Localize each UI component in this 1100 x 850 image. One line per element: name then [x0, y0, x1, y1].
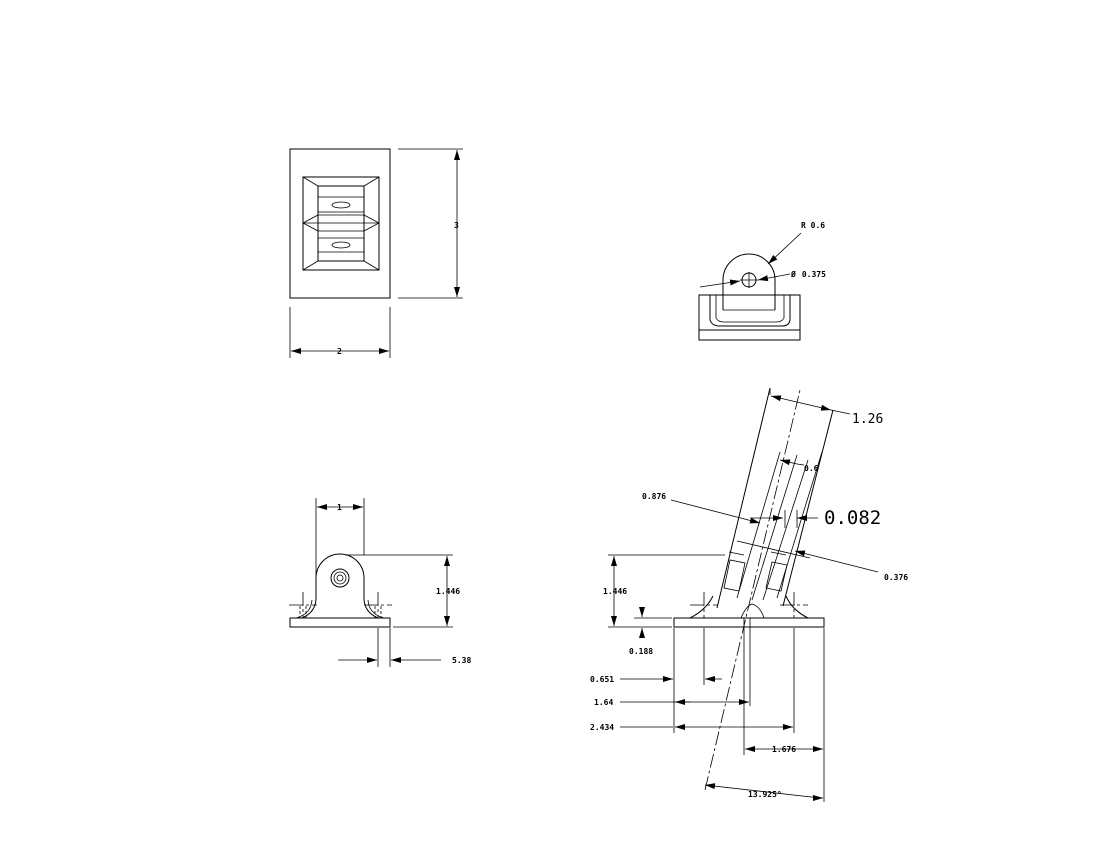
radius-label: R 0.6 [801, 221, 825, 230]
tilt-height-label: 1.446 [603, 587, 627, 596]
offset-d-label: 1.676 [772, 745, 796, 754]
front-width-label: 1 [337, 503, 342, 512]
tilt-inner-label: 0.6 [804, 464, 819, 473]
offset-c-label: 2.434 [590, 723, 614, 732]
offset-a-label: 0.651 [590, 675, 614, 684]
front-height-label: 1.446 [436, 587, 460, 596]
tilt-slot-right-label: 0.376 [884, 573, 908, 582]
tilted-view: 1.26 0.6 0.876 0.082 0.376 1.446 0.188 [590, 387, 908, 802]
offset-b-label: 1.64 [594, 698, 613, 707]
top-view: 3 2 [289, 148, 463, 358]
angle-label: 13.925° [748, 790, 782, 799]
tilt-gap-label: 0.082 [824, 507, 881, 529]
top-height-label: 3 [454, 221, 459, 230]
front-view: 1 1.446 5.38 [289, 498, 471, 667]
tilt-width-label: 1.26 [852, 412, 883, 427]
base-thickness-label: 0.188 [629, 647, 653, 656]
top-width-label: 2 [337, 347, 342, 356]
tilt-slot-left-label: 0.876 [642, 492, 666, 501]
front-offset-label: 5.38 [452, 656, 471, 665]
